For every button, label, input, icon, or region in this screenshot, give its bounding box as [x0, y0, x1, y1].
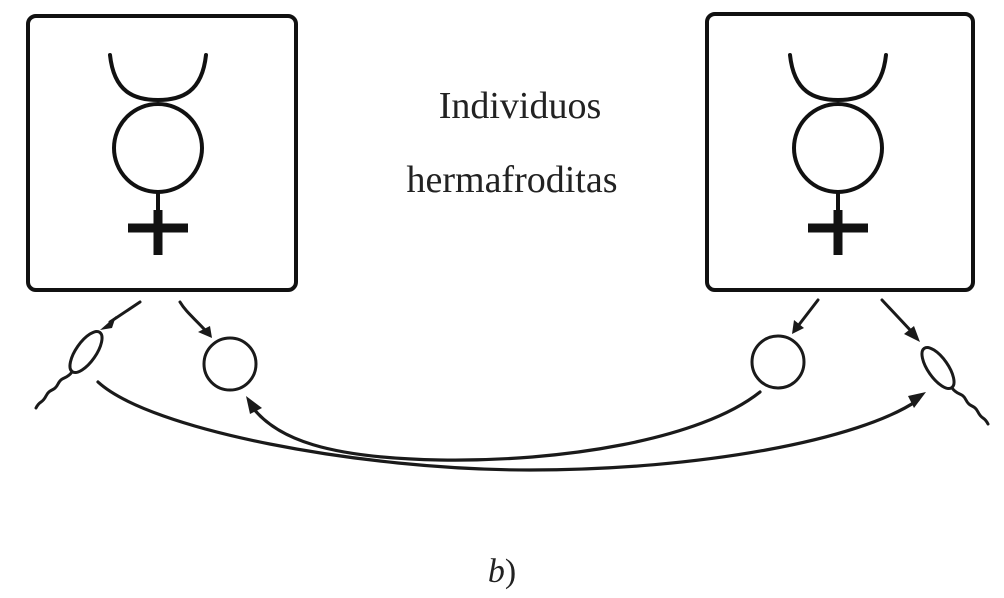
left-sperm-arrow	[100, 300, 142, 330]
figure-caption: b)	[488, 553, 516, 590]
right-egg-icon	[750, 334, 806, 390]
right-sperm-icon	[920, 346, 990, 426]
label-line-1: Individuos	[439, 85, 602, 127]
cross-arrow-right-egg-to-left-egg-side	[246, 390, 762, 462]
svg-text:b): b)	[488, 553, 516, 590]
cross-arrow-left-sperm-to-right-egg-side	[96, 380, 926, 472]
left-individual-box	[26, 14, 298, 292]
caption-paren: )	[505, 553, 516, 590]
right-sperm-arrow	[880, 298, 920, 342]
caption-letter: b	[488, 553, 505, 590]
left-egg-icon	[202, 336, 258, 392]
center-label: Individuos hermafroditas	[406, 85, 617, 201]
label-line-2: hermafroditas	[406, 159, 617, 201]
right-individual-box	[705, 12, 975, 292]
hermaphrodite-symbol-icon	[788, 53, 888, 255]
right-egg-arrow	[792, 298, 820, 334]
left-sperm-icon	[34, 330, 104, 410]
hermaphrodite-symbol-icon	[108, 53, 208, 255]
left-egg-arrow	[178, 300, 212, 338]
